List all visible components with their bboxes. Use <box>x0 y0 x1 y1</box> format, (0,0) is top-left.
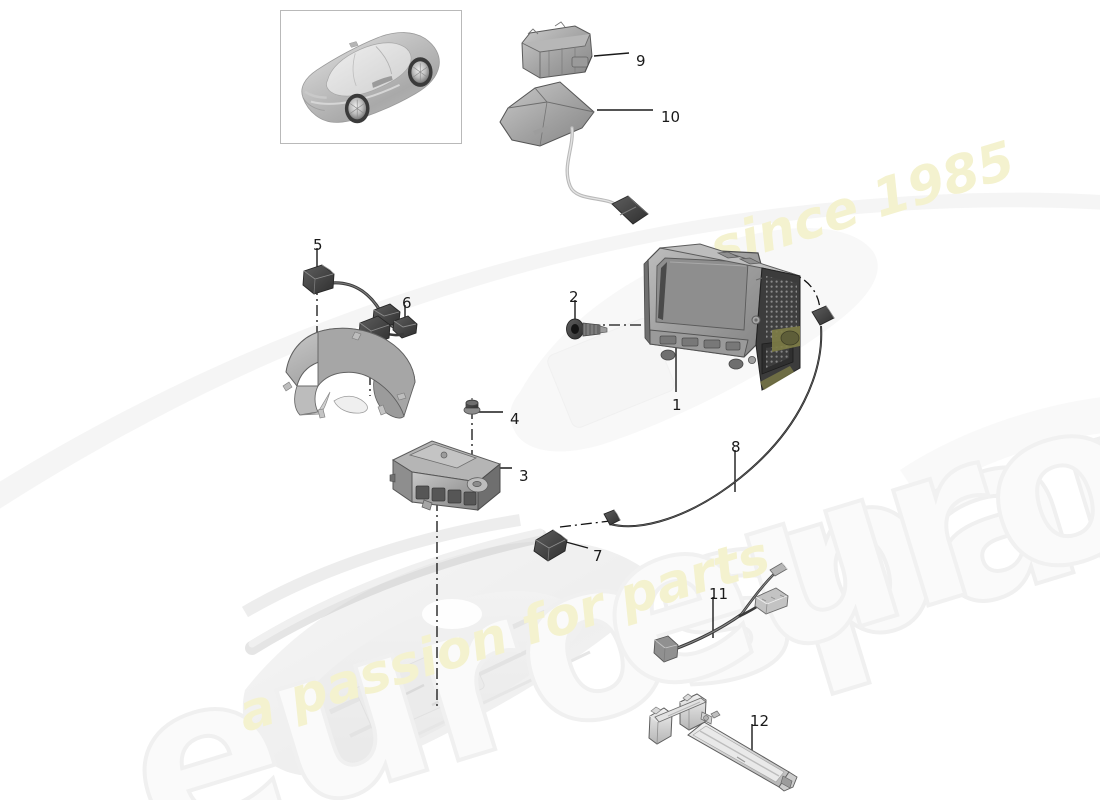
vehicle-thumbnail-box <box>280 10 462 144</box>
vehicle-silhouette-icon <box>301 32 440 124</box>
connector-harness-mid <box>372 303 401 329</box>
callout-radio-navigation-head-unit[interactable]: 1 <box>672 396 682 414</box>
connector-6 <box>392 315 418 339</box>
part-11-adapter-cable <box>653 562 789 663</box>
callout-retaining-nut[interactable]: 4 <box>510 410 520 428</box>
callout-wiring-harness-connector-upper[interactable]: 5 <box>313 236 323 254</box>
part-2-fastening-screw <box>566 318 608 340</box>
part-12-mounting-bracket <box>648 693 798 792</box>
leader-lines <box>316 52 753 758</box>
watermark-brand-text-2: eurospares <box>565 107 1100 750</box>
part-8-aerial-cable <box>609 305 835 528</box>
part-1-head-unit <box>643 243 801 391</box>
callout-adapter-cable-harness[interactable]: 11 <box>709 585 729 603</box>
callout-fastening-screw[interactable]: 2 <box>569 288 579 306</box>
callout-mounting-bracket-rail[interactable]: 12 <box>750 712 770 730</box>
part-3-control-unit <box>389 440 502 512</box>
callout-control-unit-module[interactable]: 3 <box>519 467 529 485</box>
assembly-axis-curved <box>785 271 821 313</box>
watermark-tagline-b: since 1985 <box>703 130 1022 280</box>
steering-column-trim-cover <box>282 327 416 419</box>
part-7-antenna-lead-connector <box>533 509 621 562</box>
callout-antenna-amplifier-module[interactable]: 9 <box>636 52 646 70</box>
connector-5 <box>302 264 335 295</box>
callout-aerial-coaxial-cable[interactable]: 8 <box>731 438 741 456</box>
connector-cover-mount <box>358 315 391 346</box>
part-5-6-wiring-harness <box>302 264 418 346</box>
callout-antenna-cover-trim[interactable]: 10 <box>661 108 681 126</box>
part-10-antenna-cover <box>499 81 649 225</box>
part-4-retaining-nut <box>463 398 481 415</box>
callout-antenna-lead-connector[interactable]: 7 <box>593 547 603 565</box>
watermark-brand-text: eurospares <box>95 262 1100 800</box>
part-9-antenna-amplifier <box>521 21 593 79</box>
callout-wiring-harness-connector-lower[interactable]: 6 <box>402 294 412 312</box>
assembly-axis-lines <box>316 284 745 710</box>
watermark-tagline-a: a passion for parts <box>231 525 777 745</box>
